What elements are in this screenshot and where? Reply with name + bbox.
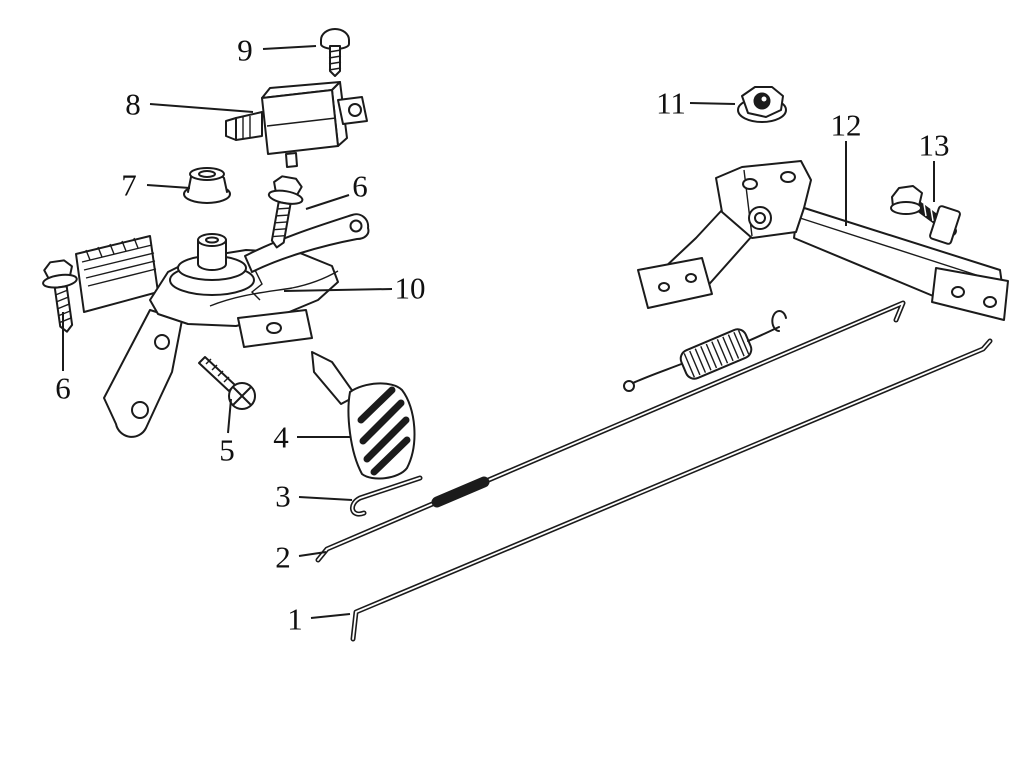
callout-label-6-top: 6: [352, 168, 368, 204]
callout-label-10: 10: [394, 270, 426, 306]
part-13-hex-bolt: [890, 185, 961, 245]
leader-9: [262, 45, 317, 50]
callout-label-2: 2: [275, 539, 291, 575]
part-6-flange-bolt-top: [267, 175, 304, 249]
leader-8: [149, 103, 254, 113]
part-6-flange-bolt-left: [42, 259, 78, 333]
leader-7: [146, 184, 191, 189]
callout-label-4: 4: [273, 419, 289, 455]
rod-sleeve: [431, 476, 490, 508]
leader-2: [298, 551, 327, 557]
governor-spring: [623, 310, 787, 392]
leader-3: [298, 496, 353, 501]
part-11-flange-nut: [737, 86, 787, 123]
part-4-throttle-lever: [311, 351, 416, 480]
leader-6-top: [305, 194, 350, 210]
leader-10: [283, 288, 393, 292]
callout-label-11: 11: [656, 85, 686, 121]
leader-1: [310, 613, 351, 619]
callout-label-5: 5: [219, 432, 235, 468]
callout-label-13: 13: [918, 127, 950, 163]
callout-label-7: 7: [121, 167, 137, 203]
part-8-solenoid: [225, 81, 368, 168]
governor-bracket-assembly: [75, 213, 370, 438]
leader-11: [689, 102, 736, 105]
part-12-control-bracket: [637, 160, 1009, 321]
callout-label-8: 8: [125, 86, 141, 122]
callout-label-12: 12: [830, 107, 862, 143]
callout-label-1: 1: [287, 601, 303, 637]
part-9-pan-head-screw: [320, 28, 350, 77]
part-1-throttle-rod: [350, 338, 993, 642]
callout-label-9: 9: [237, 32, 253, 68]
part-10-wire-link: [209, 270, 339, 307]
leader-5: [227, 398, 232, 434]
leader-lines: [62, 45, 935, 619]
part-7-flange-nut: [183, 167, 231, 204]
callout-label-3: 3: [275, 478, 291, 514]
part-3-link-rod: [350, 475, 423, 517]
part-2-choke-rod: [315, 300, 906, 563]
part-5-phillips-screw: [198, 356, 256, 410]
callout-label-6-left: 6: [55, 370, 71, 406]
